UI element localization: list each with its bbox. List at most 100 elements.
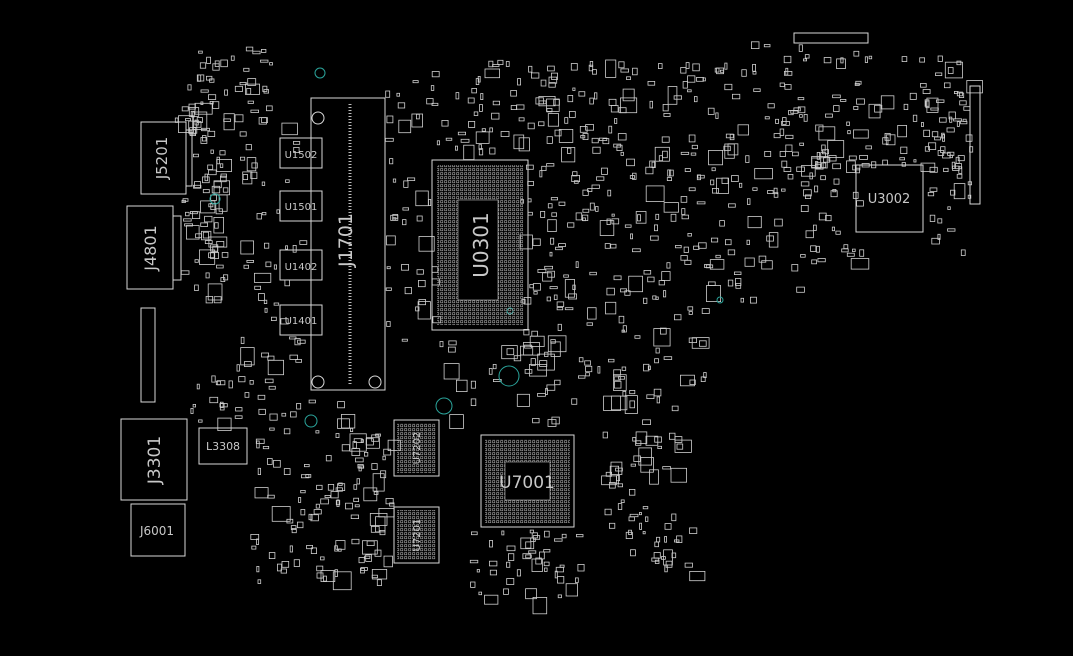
- passive-pad: [290, 525, 297, 530]
- passive-pad: [632, 248, 641, 253]
- passive-pad: [564, 279, 575, 298]
- passive-pad: [646, 394, 655, 399]
- passive-pad: [685, 62, 690, 69]
- passive-pad: [276, 209, 280, 214]
- chip-u7201[interactable]: U7201: [393, 506, 440, 564]
- passive-pad: [680, 255, 688, 261]
- connector-j6001[interactable]: J6001: [130, 503, 186, 557]
- passive-pad: [666, 262, 671, 269]
- chip-u3002[interactable]: U3002: [855, 164, 924, 233]
- passive-pad: [285, 179, 290, 183]
- chip-u7001[interactable]: U7001: [480, 434, 575, 528]
- passive-pad: [300, 489, 306, 494]
- passive-pad: [257, 579, 262, 584]
- passive-pad: [190, 110, 195, 118]
- chip-u1401[interactable]: U1401: [279, 304, 323, 336]
- connector-small-left[interactable]: [140, 307, 156, 403]
- passive-pad: [415, 190, 429, 207]
- connector-j4801[interactable]: J4801: [126, 205, 182, 290]
- passive-pad: [690, 152, 697, 156]
- chip-u1402[interactable]: U1402: [279, 249, 323, 281]
- passive-pad: [211, 185, 221, 194]
- passive-pad: [198, 249, 216, 265]
- passive-pad: [654, 541, 659, 548]
- passive-pad: [943, 167, 949, 173]
- passive-pad: [296, 521, 304, 529]
- passive-pad: [924, 146, 930, 152]
- passive-pad: [680, 374, 695, 387]
- passive-pad: [250, 171, 258, 179]
- passive-pad: [785, 134, 794, 139]
- inductor-l3308[interactable]: L3308: [198, 427, 248, 465]
- passive-pad: [620, 151, 624, 156]
- passive-pad: [696, 201, 706, 205]
- passive-pad: [516, 393, 530, 407]
- passive-pad: [585, 372, 590, 377]
- passive-pad: [204, 173, 208, 182]
- passive-pad: [553, 294, 558, 300]
- label-u1401: U1401: [285, 316, 318, 327]
- connector-j5201[interactable]: J5201: [140, 121, 193, 195]
- passive-pad: [624, 290, 631, 296]
- passive-pad: [209, 101, 214, 105]
- passive-pad: [950, 189, 956, 196]
- passive-pad: [506, 578, 515, 585]
- passive-pad: [567, 95, 574, 103]
- chip-u0301[interactable]: U0301: [431, 159, 529, 331]
- passive-pad: [640, 456, 654, 473]
- passive-pad: [788, 110, 794, 116]
- passive-pad: [833, 178, 840, 185]
- passive-pad: [761, 260, 773, 270]
- passive-pad: [946, 127, 955, 133]
- passive-pad: [638, 447, 652, 466]
- chip-u7202[interactable]: U7202: [393, 419, 440, 477]
- chip-u1502[interactable]: U1502: [279, 137, 323, 169]
- passive-pad: [821, 144, 826, 152]
- passive-pad: [281, 561, 290, 568]
- passive-pad: [273, 459, 281, 468]
- passive-pad: [578, 91, 586, 97]
- passive-pad: [523, 328, 530, 336]
- passive-pad: [959, 100, 967, 106]
- passive-pad: [605, 59, 617, 78]
- passive-pad: [711, 167, 716, 172]
- passive-pad: [783, 167, 792, 173]
- passive-pad: [803, 58, 808, 62]
- passive-pad: [919, 57, 926, 63]
- passive-pad: [418, 235, 435, 252]
- passive-pad: [251, 162, 258, 169]
- passive-pad: [939, 117, 947, 123]
- passive-pad: [715, 254, 721, 259]
- connector-top-right[interactable]: [793, 32, 981, 205]
- passive-pad: [396, 92, 400, 97]
- passive-pad: [669, 169, 674, 177]
- passive-pad: [478, 148, 484, 156]
- passive-pad: [202, 176, 210, 184]
- passive-pad: [571, 398, 578, 405]
- passive-pad: [543, 561, 550, 567]
- passive-pad: [670, 467, 688, 483]
- passive-pad: [182, 198, 189, 202]
- passive-pad: [306, 545, 314, 550]
- passive-pad: [564, 117, 569, 124]
- passive-pad: [489, 127, 493, 133]
- passive-pad: [335, 500, 341, 506]
- passive-pad: [503, 588, 509, 595]
- passive-pad: [371, 574, 378, 579]
- passive-pad: [355, 457, 364, 463]
- passive-pad: [392, 217, 397, 221]
- passive-pad: [256, 440, 260, 449]
- passive-pad: [811, 259, 818, 265]
- passive-pad: [470, 380, 476, 389]
- passive-pad: [710, 179, 715, 186]
- passive-pad: [785, 144, 793, 152]
- passive-pad: [604, 508, 612, 516]
- slot-j1701[interactable]: J1701: [310, 97, 386, 391]
- passive-pad: [830, 190, 838, 198]
- passive-pad: [727, 279, 734, 287]
- chip-u1501[interactable]: U1501: [279, 190, 323, 222]
- passive-pad: [953, 118, 962, 122]
- passive-pad: [727, 249, 736, 256]
- connector-j3301[interactable]: J3301: [120, 418, 188, 501]
